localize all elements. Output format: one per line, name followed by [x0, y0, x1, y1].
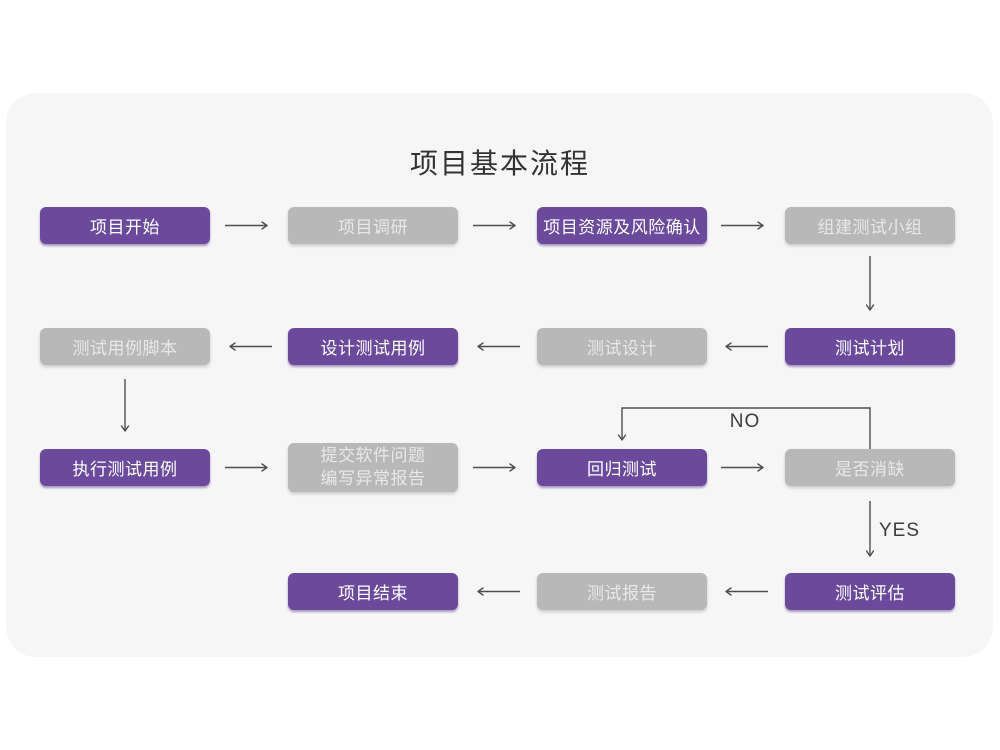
node-project-start: 项目开始: [40, 207, 210, 244]
node-regression-test: 回归测试: [537, 449, 707, 486]
node-label: 测试计划: [835, 339, 905, 358]
node-test-evaluation: 测试评估: [785, 573, 955, 610]
edge-label-no: NO: [729, 411, 761, 432]
node-execute-test-case: 执行测试用例: [40, 449, 210, 486]
node-label-line2: 编写异常报告: [320, 468, 426, 488]
node-label: 回归测试: [587, 460, 657, 479]
node-label: 测试评估: [835, 584, 905, 603]
node-project-research: 项目调研: [288, 207, 458, 244]
node-test-design: 测试设计: [537, 328, 707, 365]
node-test-case-script: 测试用例脚本: [40, 328, 210, 365]
edge-label-yes: YES: [879, 520, 921, 541]
diagram-title: 项目基本流程: [409, 148, 590, 179]
node-label-line1: 提交软件问题: [320, 446, 426, 466]
flowchart-card: [6, 93, 993, 657]
node-resource-risk-confirm: 项目资源及风险确认: [537, 207, 707, 244]
node-label: 设计测试用例: [320, 339, 426, 358]
node-design-test-case: 设计测试用例: [288, 328, 458, 365]
node-label: 项目资源及风险确认: [543, 218, 701, 237]
node-label: 测试用例脚本: [72, 339, 178, 358]
node-label: 是否消缺: [835, 460, 905, 479]
node-project-end: 项目结束: [288, 573, 458, 610]
node-label: 项目调研: [338, 218, 408, 237]
node-submit-issues-report: 提交软件问题 编写异常报告: [288, 443, 458, 492]
node-label: 项目结束: [338, 584, 408, 603]
node-test-plan: 测试计划: [785, 328, 955, 365]
node-label: 执行测试用例: [72, 460, 178, 479]
node-label: 测试设计: [587, 339, 657, 358]
node-defect-resolved: 是否消缺: [785, 449, 955, 486]
node-label: 组建测试小组: [817, 218, 923, 237]
node-label: 项目开始: [90, 218, 160, 237]
node-label: 测试报告: [587, 584, 657, 603]
node-test-report: 测试报告: [537, 573, 707, 610]
node-build-test-team: 组建测试小组: [785, 207, 955, 244]
